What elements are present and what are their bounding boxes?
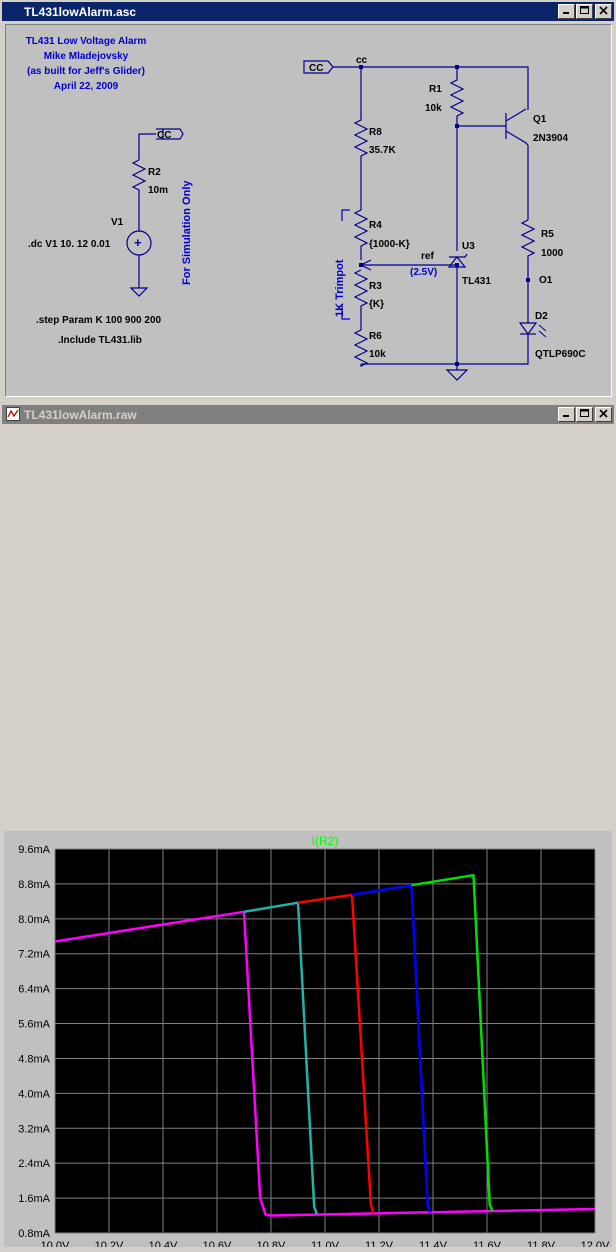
x-tick-label: 11.4V — [419, 1240, 448, 1247]
close-icon — [599, 6, 608, 15]
ref-voltage-label: (2.5V) — [410, 267, 437, 278]
net-ref-label: ref — [421, 251, 434, 262]
x-tick-label: 12.0V — [581, 1240, 610, 1247]
include-directive: .Include TL431.lib — [58, 335, 142, 346]
x-tick-label: 10.8V — [257, 1240, 286, 1247]
x-tick-label: 10.4V — [149, 1240, 178, 1247]
window-buttons — [557, 4, 612, 19]
y-tick-label: 8.0mA — [18, 914, 50, 926]
schematic-drawing: TL431 Low Voltage Alarm Mike Mladejovsky… — [26, 36, 586, 381]
chart-title: I(R2) — [312, 834, 339, 848]
minimize-icon — [563, 12, 569, 14]
x-tick-label: 11.2V — [365, 1240, 394, 1247]
maximize-button[interactable] — [576, 407, 593, 422]
y-tick-label: 4.8mA — [18, 1053, 50, 1065]
minimize-icon — [563, 415, 569, 417]
close-icon — [599, 409, 608, 418]
waveform-plot[interactable]: 10.0V 10.2V 10.4V 10.6V 10.8V 11.0V 11.2V 11.4V… — [4, 831, 612, 1252]
flag-cc-right: CC — [309, 63, 323, 74]
net-o1-label: O1 — [539, 275, 553, 286]
v1-name: V1 — [111, 217, 124, 228]
y-tick-label: 3.2mA — [18, 1123, 50, 1135]
schematic-title: TL431lowAlarm.asc — [24, 5, 137, 19]
y-tick-label: 4.0mA — [18, 1088, 50, 1100]
r4-name: R4 — [369, 220, 382, 231]
r8-name: R8 — [369, 127, 382, 138]
minimize-button[interactable] — [558, 407, 575, 422]
minimize-button[interactable] — [558, 4, 575, 19]
x-tick-label: 10.2V — [95, 1240, 124, 1247]
r6-name: R6 — [369, 331, 382, 342]
y-tick-label: 9.6mA — [18, 844, 50, 856]
u3-name: U3 — [462, 241, 475, 252]
y-tick-label: 0.8mA — [18, 1228, 50, 1240]
q1-name: Q1 — [533, 114, 547, 125]
schematic-window: TL431lowAlarm.asc TL431 Low Voltage Alar… — [0, 0, 616, 400]
waveform-titlebar[interactable]: TL431lowAlarm.raw — [2, 405, 614, 424]
r5-name: R5 — [541, 229, 554, 240]
y-tick-label: 6.4mA — [18, 984, 50, 996]
r6-value: 10k — [369, 349, 386, 360]
x-tick-label: 10.0V — [41, 1240, 70, 1247]
d2-name: D2 — [535, 311, 548, 322]
note-title: TL431 Low Voltage Alarm — [26, 36, 147, 47]
y-tick-label: 7.2mA — [18, 949, 50, 961]
schematic-titlebar[interactable]: TL431lowAlarm.asc — [2, 2, 614, 21]
note-author: Mike Mladejovsky — [44, 51, 129, 62]
r2-value: 10m — [148, 185, 168, 196]
r8-value: 35.7K — [369, 145, 396, 156]
close-button[interactable] — [595, 407, 612, 422]
close-button[interactable] — [595, 4, 612, 19]
y-tick-label: 2.4mA — [18, 1158, 50, 1170]
y-tick-label: 5.6mA — [18, 1019, 50, 1031]
r3-value: {K} — [369, 299, 384, 310]
note-date: April 22, 2009 — [54, 81, 119, 92]
y-tick-label: 1.6mA — [18, 1193, 50, 1205]
dc-directive: .dc V1 10. 12 0.01 — [28, 239, 111, 250]
x-tick-label: 11.8V — [527, 1240, 556, 1247]
u3-value: TL431 — [462, 276, 491, 287]
schematic-canvas[interactable]: TL431 Low Voltage Alarm Mike Mladejovsky… — [5, 24, 612, 397]
trimpot-bracket — [341, 209, 350, 320]
net-cc-label: cc — [356, 55, 368, 66]
maximize-icon — [580, 409, 589, 417]
r1-value: 10k — [425, 103, 442, 114]
flag-cc-left: CC — [157, 130, 171, 141]
maximize-icon — [580, 6, 589, 14]
sim-only-label: For Simulation Only — [181, 180, 193, 285]
r1-name: R1 — [429, 84, 442, 95]
v1-plus-symbol: + — [134, 235, 142, 250]
note-built-for: (as built for Jeff's Glider) — [27, 66, 145, 77]
y-tick-label: 8.8mA — [18, 879, 50, 891]
step-directive: .step Param K 100 900 200 — [36, 315, 162, 326]
waveform-title: TL431lowAlarm.raw — [24, 408, 137, 422]
x-tick-label: 11.6V — [473, 1240, 502, 1247]
x-tick-label: 11.0V — [311, 1240, 340, 1247]
waveform-canvas[interactable]: 10.0V 10.2V 10.4V 10.6V 10.8V 11.0V 11.2V 11.4V… — [4, 831, 612, 1252]
d2-value: QTLP690C — [535, 349, 586, 360]
window-buttons — [557, 407, 612, 422]
waveform-app-icon — [6, 407, 20, 421]
maximize-button[interactable] — [576, 4, 593, 19]
r3-name: R3 — [369, 281, 382, 292]
r5-value: 1000 — [541, 248, 564, 259]
x-tick-label: 10.6V — [203, 1240, 232, 1247]
r2-name: R2 — [148, 167, 161, 178]
r4-value: {1000-K} — [369, 239, 410, 250]
q1-value: 2N3904 — [533, 133, 568, 144]
trimpot-label: 1K Trimpot — [334, 259, 346, 317]
